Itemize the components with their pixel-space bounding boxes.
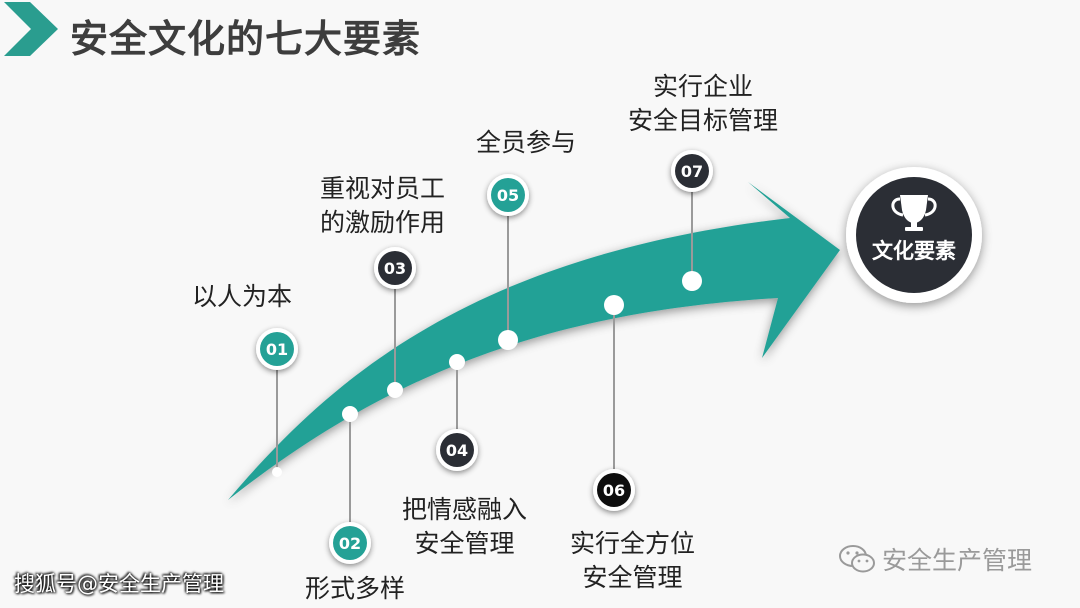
trophy-icon [891,195,937,231]
watermark-wechat: 安全生产管理 [838,541,1032,577]
element-label-02: 形式多样 [305,574,406,603]
connector-lines [276,190,693,524]
wechat-account-name: 安全生产管理 [882,546,1033,575]
element-label-05: 全员参与 [476,128,577,157]
badge-number: 04 [446,441,468,460]
dot-06 [604,295,624,315]
watermark-sohu: 搜狐号@安全生产管理 [14,572,224,596]
badge-number: 01 [266,340,288,359]
title-chevron-icon [4,2,58,56]
badge-01: 01 [256,328,298,370]
element-label-04: 把情感融入 安全管理 [402,495,528,558]
dot-01 [272,467,282,477]
badge-number: 07 [681,162,703,181]
badge-04: 04 [436,429,478,471]
badge-number: 06 [603,481,625,500]
dot-03 [387,382,403,398]
element-label-07: 实行企业 安全目标管理 [628,72,779,135]
growth-arrow [228,182,840,500]
badge-02: 02 [329,522,371,564]
center-node: 文化要素 [846,167,982,303]
badge-05: 05 [487,174,529,216]
element-label-01: 以人为本 [192,282,293,311]
badge-03: 03 [374,247,416,289]
badge-06: 06 [593,469,635,511]
wechat-icon [839,545,875,573]
dot-07 [682,271,702,291]
center-label: 文化要素 [872,239,956,263]
badge-number: 03 [384,259,406,278]
dot-02 [342,406,358,422]
element-label-06: 实行全方位 安全管理 [570,529,696,592]
badge-07: 07 [671,150,713,192]
page-title: 安全文化的七大要素 [70,17,422,61]
dot-04 [449,354,465,370]
element-label-03: 重视对员工 的激励作用 [320,174,446,237]
badge-number: 02 [339,534,361,553]
arrow-dots [272,271,702,477]
badge-number: 05 [497,186,519,205]
dot-05 [498,330,518,350]
